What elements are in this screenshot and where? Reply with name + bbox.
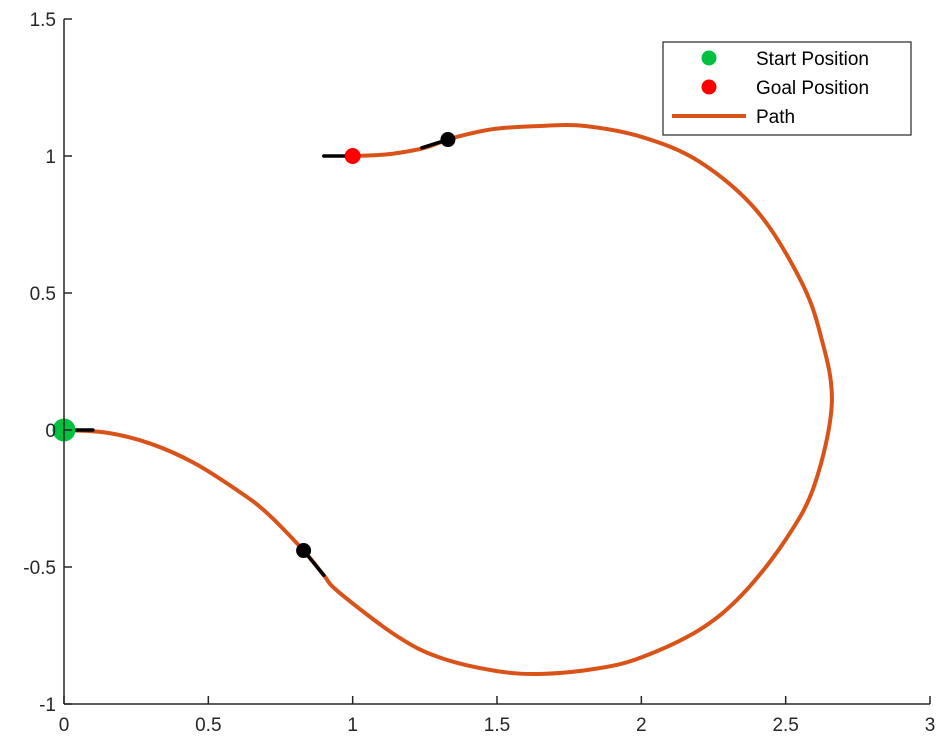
x-tick-label: 2 bbox=[636, 715, 647, 736]
heading-indicators bbox=[62, 137, 450, 577]
x-tick-label: 0.5 bbox=[195, 715, 221, 736]
x-tick-label: 1.5 bbox=[484, 715, 510, 736]
y-tick-label: 0.5 bbox=[30, 284, 56, 305]
legend-goal-label: Goal Position bbox=[756, 78, 869, 99]
y-tick-label: -0.5 bbox=[23, 558, 56, 579]
legend: Start Position Goal Position Path bbox=[662, 41, 912, 136]
legend-start-marker bbox=[701, 50, 717, 66]
x-tick-label: 1 bbox=[347, 715, 358, 736]
plot-area bbox=[52, 122, 834, 677]
x-tick-label: 0 bbox=[59, 715, 70, 736]
x-axis-ticks: 0 0.5 1 1.5 2 2.5 3 bbox=[59, 696, 936, 736]
legend-path-label: Path bbox=[756, 107, 795, 128]
waypoint-marker bbox=[296, 543, 312, 559]
waypoint-marker bbox=[440, 132, 456, 148]
goal-marker bbox=[344, 148, 361, 164]
y-tick-label: -1 bbox=[39, 695, 56, 716]
legend-start-label: Start Position bbox=[756, 49, 869, 70]
x-tick-label: 3 bbox=[925, 715, 936, 736]
x-tick-label: 2.5 bbox=[772, 715, 798, 736]
y-tick-label: 1 bbox=[45, 147, 56, 168]
axes: 0 0.5 1 1.5 2 2.5 3 -1 -0.5 0 0.5 1 1.5 bbox=[23, 10, 935, 736]
path-line bbox=[62, 122, 834, 677]
markers bbox=[52, 132, 456, 559]
y-tick-label: 0 bbox=[45, 421, 56, 442]
y-axis-ticks: -1 -0.5 0 0.5 1 1.5 bbox=[23, 10, 72, 716]
legend-goal-marker bbox=[701, 79, 717, 95]
y-tick-label: 1.5 bbox=[30, 10, 56, 31]
